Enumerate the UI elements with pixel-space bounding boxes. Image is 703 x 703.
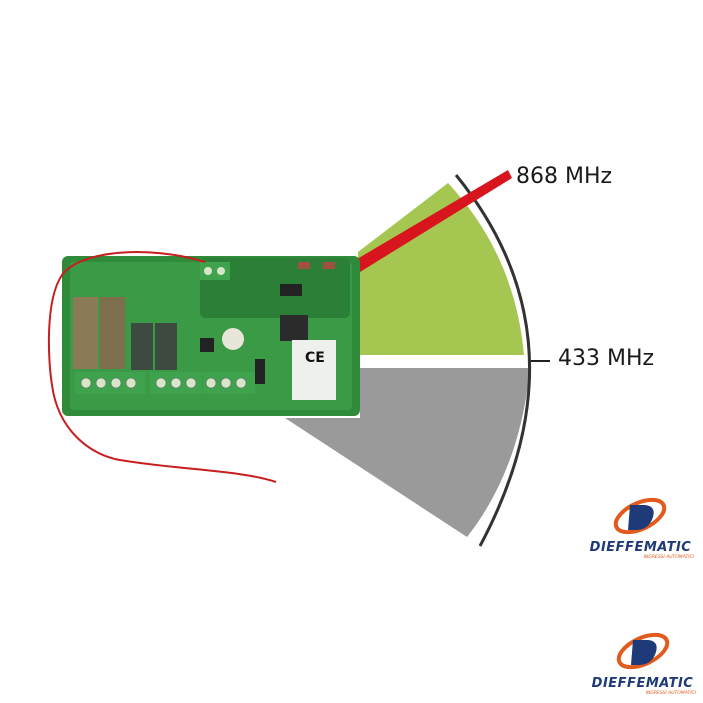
logo-tagline: INGRESSI AUTOMATICI xyxy=(643,555,694,560)
svg-text:CE: CE xyxy=(305,350,325,366)
brand-logo: DIEFFEMATIC INGRESSI AUTOMATICI xyxy=(583,540,698,560)
logo-name: DIEFFEMATIC xyxy=(589,540,692,555)
868-antenna-beam xyxy=(352,170,512,272)
brand-logo-mark xyxy=(616,632,670,670)
logo-name: DIEFFEMATIC xyxy=(591,676,694,691)
868-band-sector xyxy=(358,183,524,355)
receiver-board: CE xyxy=(62,256,360,416)
brand-logo-mark xyxy=(613,497,667,535)
433-mhz-label: 433 MHz xyxy=(558,346,655,371)
logo-tagline: INGRESSI AUTOMATICI xyxy=(645,691,696,696)
868-mhz-label: 868 MHz xyxy=(516,164,613,189)
433-band-sector xyxy=(285,368,530,537)
antenna-wire xyxy=(47,251,277,483)
range-arc xyxy=(454,174,531,547)
brand-logo: DIEFFEMATIC INGRESSI AUTOMATICI xyxy=(585,676,700,696)
